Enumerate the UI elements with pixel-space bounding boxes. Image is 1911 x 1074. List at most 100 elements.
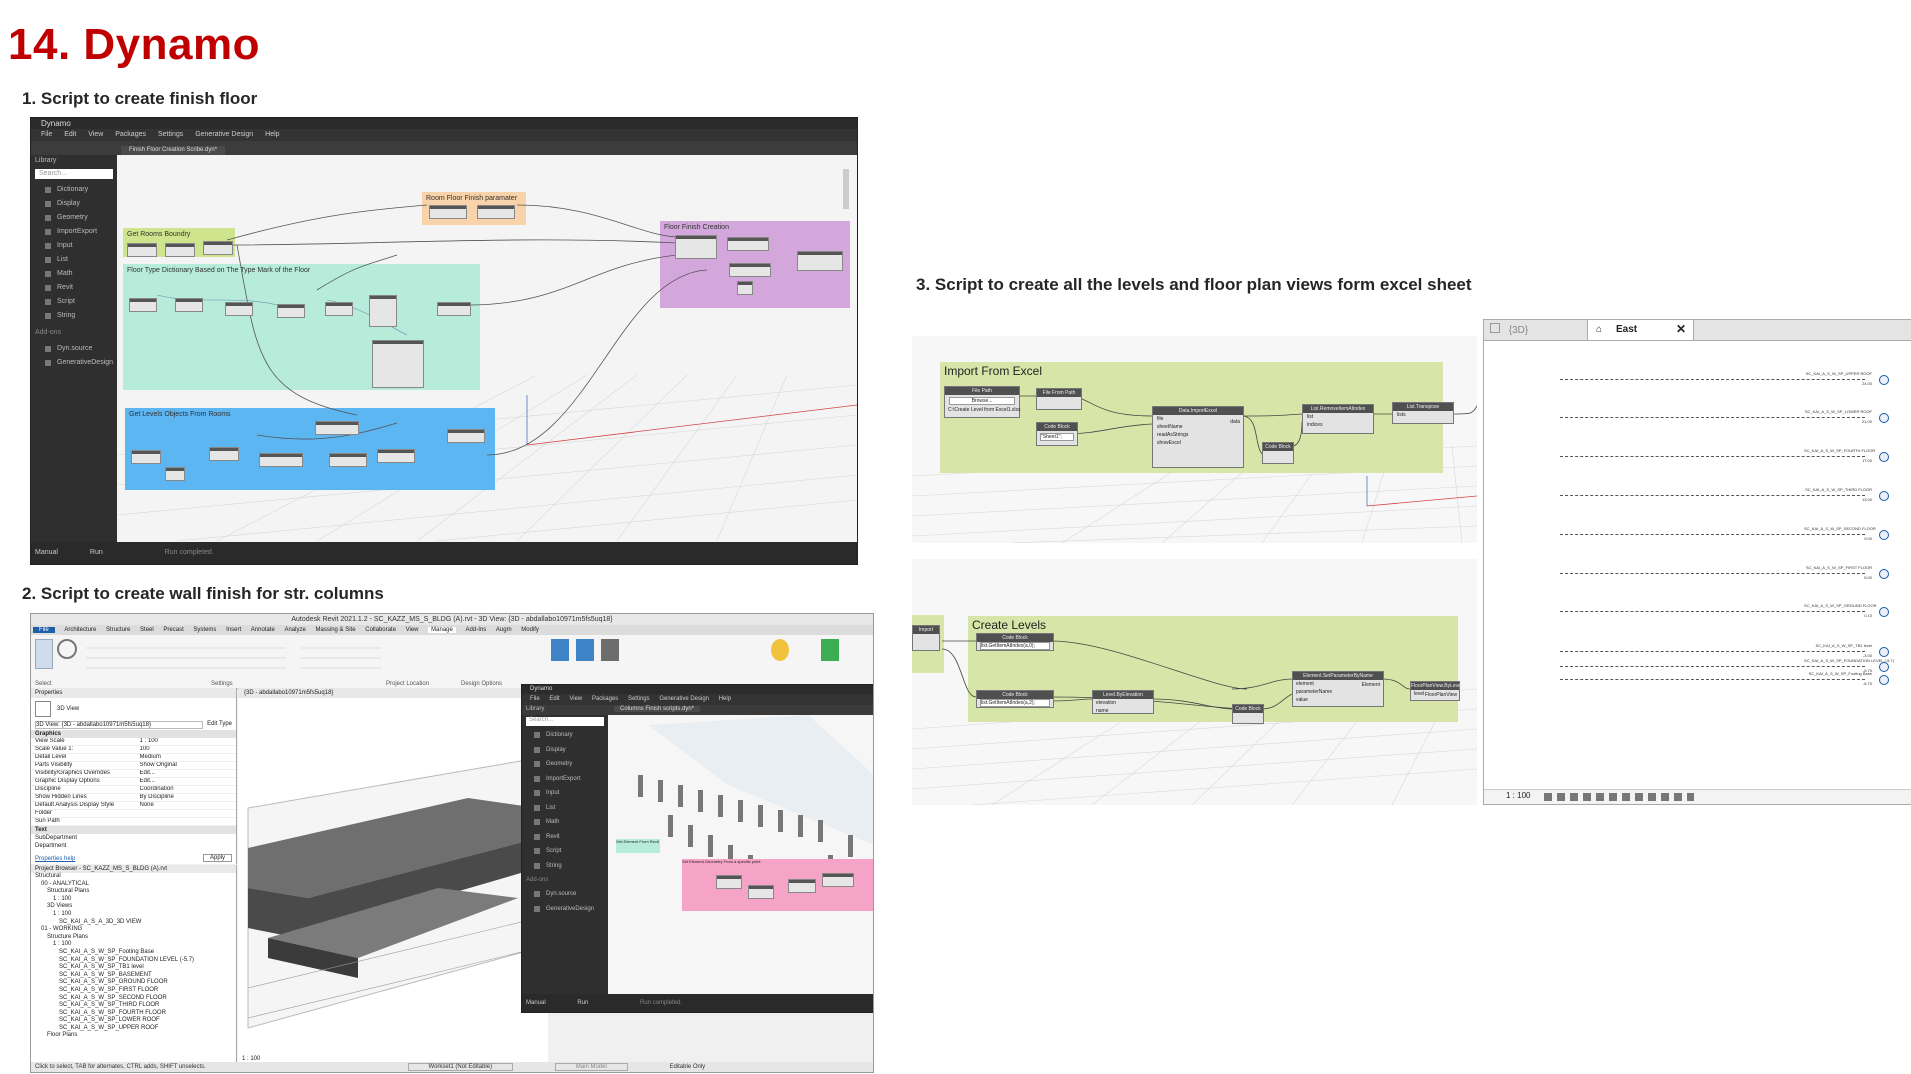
properties-help-link[interactable]: Properties help [35, 856, 76, 862]
ribbon-tab[interactable]: Massing & Site [315, 627, 356, 633]
property-value[interactable]: Medium [139, 754, 161, 760]
library-item[interactable]: Revit [31, 281, 117, 295]
view-selector[interactable]: 3D View: {3D - abdallabo10971m5fs5uq18} [35, 721, 204, 729]
graph-node[interactable] [369, 295, 397, 327]
menu-view[interactable]: View [88, 131, 104, 138]
menu-edit[interactable]: Edit [549, 696, 560, 702]
graph-node[interactable] [429, 205, 467, 219]
level-line[interactable] [1560, 666, 1865, 667]
level-head-icon[interactable] [1879, 375, 1889, 385]
library-item[interactable]: Script [522, 844, 608, 859]
remove-item-node[interactable]: List.RemoveItemAtIndex list indices [1302, 404, 1374, 434]
graph-node[interactable] [437, 302, 471, 316]
input-port[interactable]: element [1296, 681, 1314, 687]
library-item[interactable]: List [522, 801, 608, 816]
browser-item[interactable]: 1 : 100 [53, 941, 72, 948]
menu-file[interactable]: File [41, 131, 53, 138]
set-parameter-node[interactable]: Element.SetParameterByName element param… [1292, 671, 1384, 707]
property-value[interactable]: Edit... [139, 770, 155, 776]
ribbon-tab[interactable]: Annotate [250, 627, 275, 633]
view-tab[interactable]: {3D - abdallabo10971m5fs5uq18} [238, 688, 548, 698]
browser-item[interactable]: SC_KAI_A_S_W_SP_UPPER ROOF [59, 1024, 159, 1031]
browser-item[interactable]: SC_KAI_A_S_W_SP_BASEMENT [59, 971, 152, 978]
tab-3d[interactable]: {3D} [1490, 323, 1528, 336]
level-line[interactable] [1560, 611, 1865, 612]
library-item[interactable]: Dictionary [31, 183, 117, 197]
browser-item[interactable]: SC_KAI_A_S_W_SP_SECOND FLOOR [59, 994, 167, 1001]
level-line[interactable] [1560, 651, 1865, 652]
property-value[interactable] [140, 818, 236, 825]
library-search-input[interactable]: Search... [526, 717, 604, 726]
run-button[interactable]: Run [577, 1000, 589, 1006]
property-value[interactable]: Edit... [139, 778, 155, 784]
run-mode-select[interactable]: Manual [35, 549, 58, 556]
editable-only-toggle[interactable]: Editable Only [669, 1064, 706, 1070]
import-excel-node[interactable]: Data.ImportExcel file sheetName readAsSt… [1152, 406, 1244, 468]
code-block-node[interactable]: Code Block [1232, 704, 1264, 724]
ribbon-tab[interactable]: Add-Ins [465, 627, 487, 633]
library-item[interactable]: Revit [522, 830, 608, 845]
level-line[interactable] [1560, 456, 1865, 457]
view-scale[interactable]: 1 : 100 [242, 1056, 261, 1062]
level-by-elevation-node[interactable]: Level.ByElevation elevation name [1092, 690, 1154, 714]
browser-item[interactable]: Structural [35, 873, 61, 879]
zoom-controls[interactable] [843, 169, 849, 209]
file-tab[interactable]: Finish Floor Creation Scribe.dyn* [121, 146, 226, 155]
browser-item[interactable]: Structural Plans [47, 888, 90, 895]
property-row[interactable]: Folder [31, 810, 236, 818]
code-block-node[interactable]: Code Block [1262, 442, 1294, 464]
create-levels-graph[interactable]: Import Create Levels Code Block list.Get… [912, 559, 1477, 805]
graph-node[interactable] [797, 251, 843, 271]
dynamo-player-icon[interactable] [821, 639, 839, 661]
level-head-icon[interactable] [1879, 413, 1889, 423]
view-scale[interactable]: 1 : 100 [1506, 791, 1531, 800]
library-item[interactable]: String [31, 309, 117, 323]
library-item[interactable]: List [31, 253, 117, 267]
graph-node[interactable] [127, 243, 157, 257]
input-port[interactable]: showExcel [1157, 440, 1181, 446]
menu-generative-design[interactable]: Generative Design [659, 696, 710, 702]
ribbon-group-select[interactable]: Select [35, 681, 52, 687]
library-item[interactable]: Math [522, 815, 608, 830]
library-item[interactable]: Input [522, 786, 608, 801]
library-item[interactable]: Dictionary [522, 728, 608, 743]
menu-packages[interactable]: Packages [115, 131, 146, 138]
graph-node[interactable] [822, 873, 854, 887]
graph-node[interactable] [131, 450, 161, 464]
code-value[interactable]: list.GetItemAtIndex(a,2); [980, 699, 1050, 707]
property-row[interactable]: SubDepartment [35, 835, 78, 841]
input-port[interactable]: name [1096, 708, 1109, 714]
ribbon-tab[interactable]: Architecture [64, 627, 97, 633]
graph-canvas[interactable]: Get Element From Revit Set Element Geome… [608, 715, 873, 994]
level-head-icon[interactable] [1879, 452, 1889, 462]
graph-node[interactable] [225, 302, 253, 316]
view-control-icons[interactable] [1544, 793, 1694, 801]
output-port[interactable]: data [1230, 419, 1240, 425]
level-head-icon[interactable] [1879, 530, 1889, 540]
group-levels[interactable]: Get Levels Objects From Rooms [125, 408, 495, 490]
ribbon-tab[interactable]: Structure [106, 627, 131, 633]
explore-outcomes-icon[interactable] [576, 639, 594, 661]
run-button[interactable]: Run [89, 549, 103, 556]
library-item[interactable]: ImportExport [522, 772, 608, 787]
level-line[interactable] [1560, 573, 1865, 574]
import-group-edge[interactable]: Import [912, 615, 944, 673]
property-value[interactable]: Coordination [139, 786, 174, 792]
property-value[interactable]: Show Original [139, 762, 177, 768]
graph-node[interactable] [748, 885, 774, 899]
level-head-icon[interactable] [1879, 607, 1889, 617]
menu-packages[interactable]: Packages [591, 696, 619, 702]
graph-node[interactable] [203, 241, 233, 255]
browser-item[interactable]: SC_KAI_A_S_W_SP_FOURTH FLOOR [59, 1009, 166, 1016]
apply-button[interactable]: Apply [202, 854, 232, 862]
code-value[interactable]: "Sheet1"; [1040, 433, 1074, 441]
property-value[interactable]: By Discipline [139, 794, 174, 800]
level-line[interactable] [1560, 417, 1865, 418]
